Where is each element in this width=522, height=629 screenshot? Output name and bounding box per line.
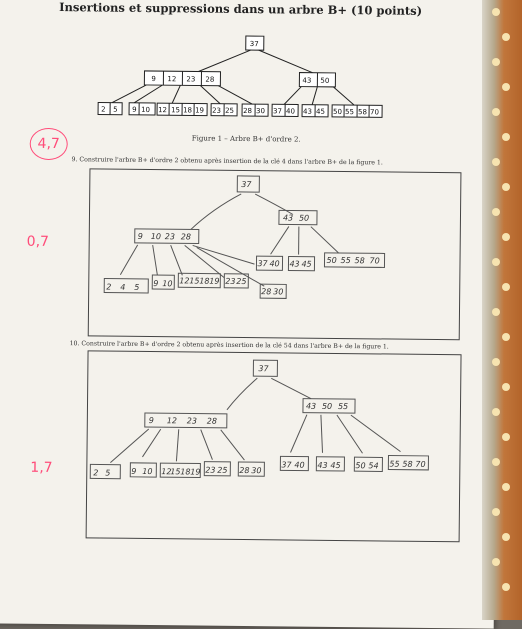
binder-edge [482, 0, 522, 620]
binder-dot [502, 233, 510, 241]
leaf-key: 10 [141, 106, 150, 114]
binder-dot [492, 108, 500, 116]
leaf-key: 25 [225, 107, 234, 115]
leaf-key: 45 [316, 108, 325, 116]
binder-dot [502, 33, 510, 41]
binder-dot [502, 183, 510, 191]
leaf-row: 2 5 9 10 12 15 18 19 23 25 28 30 37 [98, 102, 382, 117]
grade-q10: 1,7 [30, 460, 52, 476]
grade-value: 1,7 [30, 460, 52, 476]
grade-circle: 4,7 [30, 128, 68, 160]
node-key: 50 [320, 77, 329, 85]
binder-dot [502, 533, 510, 541]
binder-dot [492, 158, 500, 166]
leaf-key: 43 [303, 108, 312, 116]
leaf-key: 18 [183, 106, 192, 114]
grade-q9: 0,7 [27, 234, 49, 250]
exam-paper: Insertions et suppressions dans un arbre… [0, 0, 500, 629]
node-key: 12 [167, 75, 176, 83]
binder-dot [502, 383, 510, 391]
node-key: 9 [151, 75, 156, 83]
leaf-key: 50 [333, 108, 342, 116]
binder-dot [492, 358, 500, 366]
binder-dot [492, 58, 500, 66]
root-node: 37 [246, 36, 264, 50]
leaf-key: 40 [286, 107, 295, 115]
leaf-key: 55 [345, 108, 354, 116]
binder-dots [490, 8, 516, 608]
leaf-key: 15 [171, 106, 180, 114]
binder-dot [502, 133, 510, 141]
leaf-key: 2 [101, 105, 106, 113]
binder-dot [502, 333, 510, 341]
grade-value: 4,7 [38, 136, 60, 152]
leaf-key: 70 [370, 108, 379, 116]
node-key: 23 [186, 75, 195, 83]
binder-dot [502, 83, 510, 91]
leaf-key: 23 [212, 107, 221, 115]
leaf-key: 12 [158, 106, 167, 114]
binder-dot [492, 508, 500, 516]
leaf-key: 19 [195, 106, 204, 114]
arrow [198, 50, 250, 73]
binder-dot [492, 208, 500, 216]
binder-dot [502, 433, 510, 441]
root-key: 37 [250, 40, 259, 48]
binder-dot [492, 258, 500, 266]
node-key: 28 [205, 76, 214, 84]
answer10-box [86, 350, 462, 542]
node-key: 43 [302, 77, 311, 85]
binder-dot [492, 8, 500, 16]
binder-dot [492, 558, 500, 566]
internal-node-right: 43 50 [299, 73, 335, 87]
binder-dot [502, 283, 510, 291]
leaf-key: 58 [358, 108, 367, 116]
leaf-key: 5 [113, 106, 118, 114]
leaf-key: 30 [256, 107, 265, 115]
internal-node-left: 9 12 23 28 [144, 71, 220, 86]
binder-dot [502, 483, 510, 491]
binder-dot [492, 408, 500, 416]
leaf-arrows [112, 85, 354, 106]
binder-dot [492, 458, 500, 466]
leaf-key: 37 [273, 107, 282, 115]
grade-value: 0,7 [27, 234, 49, 250]
leaf-key: 9 [132, 106, 137, 114]
arrow [258, 50, 312, 73]
leaf-key: 28 [243, 107, 252, 115]
figure-caption: Figure 1 – Arbre B+ d'ordre 2. [192, 134, 301, 143]
answer9-box [88, 168, 462, 340]
binder-dot [502, 583, 510, 591]
binder-dot [492, 308, 500, 316]
